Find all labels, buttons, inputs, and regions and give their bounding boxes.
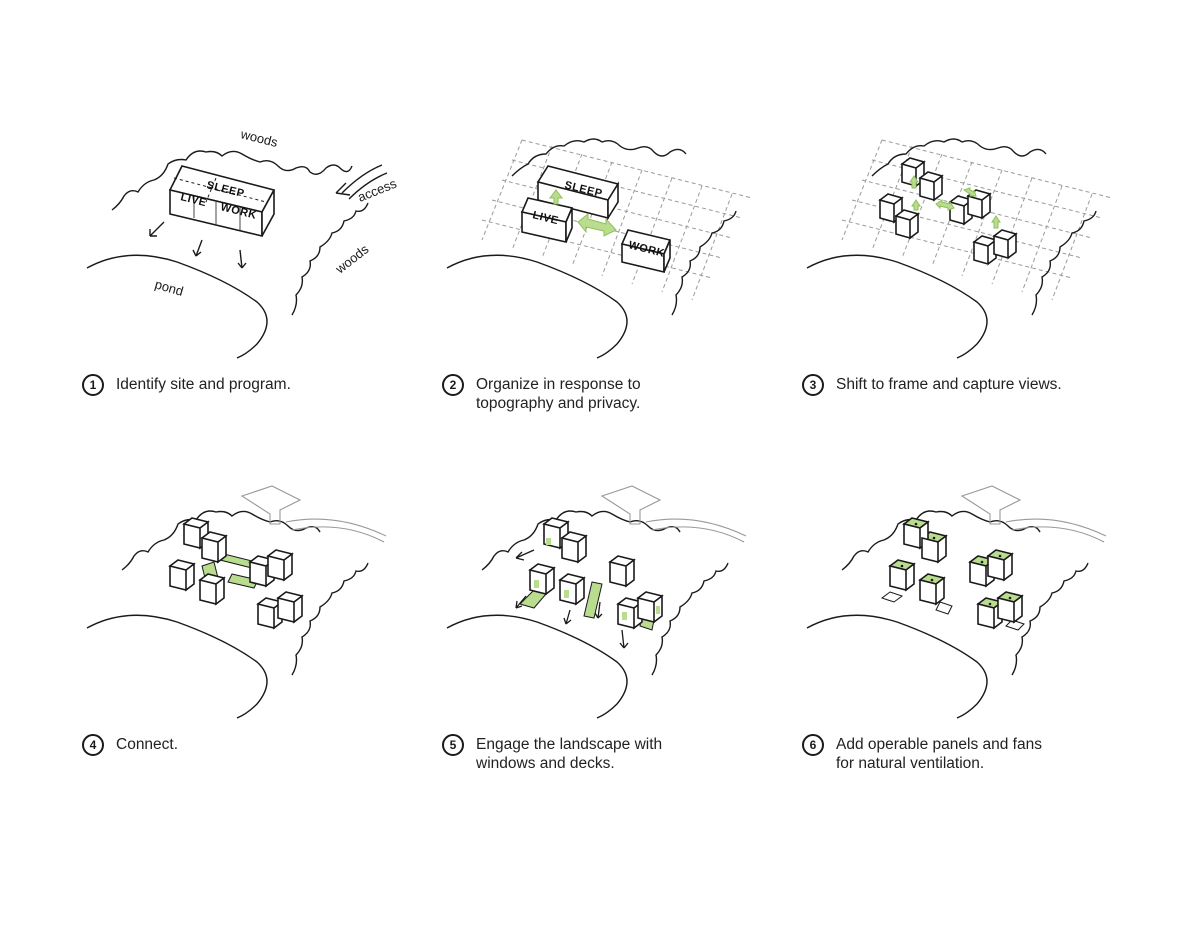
step-2-caption: 2 Organize in response to topography and…: [442, 374, 641, 413]
connected-cubes: [168, 517, 304, 630]
step-6-caption: 6 Add operable panels and fans for natur…: [802, 734, 1042, 773]
step-5-text-line-1: Engage the landscape with: [476, 736, 663, 753]
step-2-drawing: SLEEP LIVE WORK: [446, 138, 753, 359]
step-6-number: 6: [802, 734, 824, 756]
step-5-number: 5: [442, 734, 464, 756]
work-block: [620, 229, 672, 274]
fan-marks: [900, 522, 1012, 606]
step-4-caption: 4 Connect.: [82, 734, 179, 756]
step-2-text-line-1: Organize in response to: [476, 376, 641, 393]
label-pond: pond: [153, 276, 185, 298]
step-4-number: 4: [82, 734, 104, 756]
window-openings: [534, 538, 660, 620]
view-arrow-1: [149, 221, 165, 237]
step-5-panel: 5 Engage the landscape with windows and …: [442, 470, 802, 830]
woods-top-line: [111, 150, 353, 211]
operable-panels: [880, 591, 1025, 631]
step-1-text-line-1: Identify site and program.: [116, 376, 291, 393]
step-4-panel: 4 Connect.: [82, 470, 442, 830]
step-6-text-line-1: Add operable panels and fans: [836, 736, 1042, 753]
live-block: [520, 197, 574, 244]
step-1-panel: SLEEP LIVE WORK woods access woods pond …: [82, 110, 442, 470]
step-6-text-line-2: for natural ventilation.: [836, 755, 985, 772]
sleep-block: [536, 165, 620, 221]
label-woods-top: woods: [238, 126, 280, 150]
step-3-caption: 3 Shift to frame and capture views.: [802, 374, 1062, 396]
access-arrow-inner: [348, 172, 388, 200]
step-2-panel: SLEEP LIVE WORK 2 Organize in response t…: [442, 110, 802, 470]
site-grid: [481, 139, 753, 301]
label-access: access: [356, 176, 400, 205]
view-arrow-3: [237, 249, 247, 269]
step-5-drawing: [446, 485, 747, 719]
step-6-panel: 6 Add operable panels and fans for natur…: [802, 470, 1162, 830]
step-3-text-line-1: Shift to frame and capture views.: [836, 376, 1062, 393]
program-block: [168, 165, 276, 238]
step-3-number: 3: [802, 374, 824, 396]
woods-right-line: [291, 202, 369, 316]
label-woods-right: woods: [332, 241, 372, 277]
step-4-drawing: [86, 485, 387, 719]
step-6-drawing: [806, 485, 1107, 719]
view-arrow-2: [192, 239, 203, 257]
step-1-caption: 1 Identify site and program.: [82, 374, 291, 396]
step-3-drawing: [806, 138, 1113, 359]
pond-edge-line: [86, 254, 268, 359]
step-3-panel: 3 Shift to frame and capture views.: [802, 110, 1162, 470]
view-arrows: [515, 549, 629, 649]
step-2-number: 2: [442, 374, 464, 396]
step-4-text-line-1: Connect.: [116, 736, 179, 753]
adjacency-arrows: [549, 189, 617, 237]
access-arrow-outer: [341, 164, 383, 194]
ghost-access-drive: [240, 485, 387, 543]
shift-arrows: [909, 175, 1001, 229]
step-1-drawing: SLEEP LIVE WORK woods access woods pond: [86, 126, 400, 359]
step-5-caption: 5 Engage the landscape with windows and …: [442, 734, 663, 773]
step-1-number: 1: [82, 374, 104, 396]
step-2-text-line-2: topography and privacy.: [476, 395, 641, 412]
ventilated-cubes: [888, 517, 1024, 630]
step-5-text-line-2: windows and decks.: [476, 755, 615, 772]
shifted-cubes: [878, 157, 1018, 266]
